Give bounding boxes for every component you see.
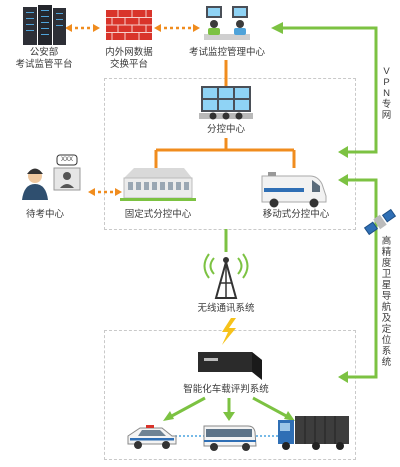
vpn-label: VPN专网 (381, 66, 392, 121)
satellite-arrow-top (338, 174, 348, 186)
police-platform-line1: 公安部 (29, 47, 59, 58)
fixed-branch-label: 固定式分控中心 (124, 209, 192, 220)
exchange-platform-label: 内外网数据 交换平台 (94, 47, 164, 71)
wireless-system-label: 无线通讯系统 (197, 303, 255, 314)
vpn-arrow-top (271, 22, 283, 34)
mobile-branch-label: 移动式分控中心 (262, 209, 330, 220)
vehicle-arrows (163, 396, 295, 421)
lightning-icon (222, 318, 236, 345)
exchange-platform-line2: 交换平台 (109, 59, 148, 70)
satellite-line (346, 178, 378, 379)
satellite-arrow-bottom (338, 371, 348, 383)
police-platform-line2: 考试监管平台 (15, 59, 73, 70)
police-platform-label: 公安部 考试监管平台 (10, 47, 78, 71)
exam-monitor-label: 考试监控管理中心 (188, 47, 265, 58)
vpn-arrow-bottom (338, 146, 348, 158)
branch-tree (154, 138, 296, 168)
center-group-box (104, 78, 356, 230)
branch-center-label: 分控中心 (206, 124, 245, 135)
vehicle-system-label: 智能化车载评判系统 (183, 384, 269, 395)
vpn-line (283, 26, 378, 154)
waiting-center-label: 待考中心 (25, 209, 64, 220)
exchange-platform-line1: 内外网数据 (105, 47, 153, 58)
satellite-system-label: 高精度卫星导航及定位系统 (381, 236, 392, 368)
speech-bubble-text: XXX (60, 157, 73, 163)
